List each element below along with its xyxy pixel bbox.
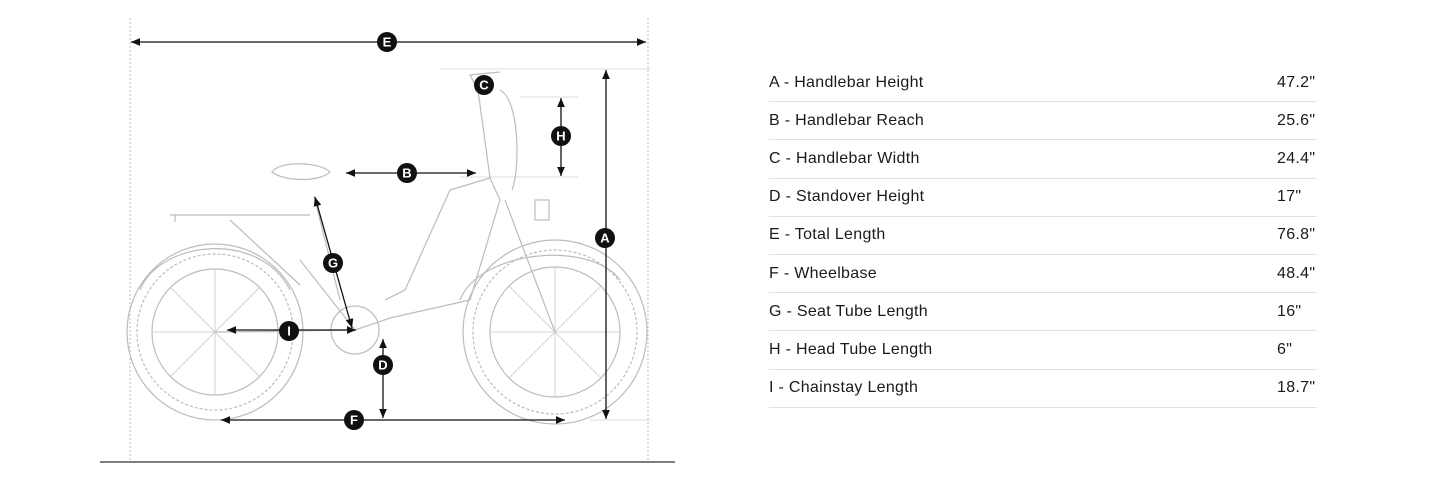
svg-text:E: E xyxy=(383,35,392,50)
spec-value: 18.7" xyxy=(1277,379,1316,397)
svg-text:B: B xyxy=(402,166,411,181)
marker-g: G xyxy=(323,253,343,273)
spec-row: A - Handlebar Height 47.2" xyxy=(769,64,1317,103)
spec-row: H - Head Tube Length 6" xyxy=(769,331,1317,370)
svg-text:H: H xyxy=(556,129,565,144)
svg-text:A: A xyxy=(600,231,610,246)
spec-label: G - Seat Tube Length xyxy=(769,302,928,320)
spec-value: 6" xyxy=(1277,340,1293,358)
spec-label: H - Head Tube Length xyxy=(769,340,933,358)
spec-label: E - Total Length xyxy=(769,226,886,244)
guide-lines xyxy=(129,18,650,462)
spec-label: C - Handlebar Width xyxy=(769,149,920,167)
spec-value: 24.4" xyxy=(1277,149,1316,167)
spec-row: D - Standover Height 17" xyxy=(769,179,1317,217)
spec-row: B - Handlebar Reach 25.6" xyxy=(769,102,1317,141)
spec-label: D - Standover Height xyxy=(769,188,925,206)
spec-row: C - Handlebar Width 24.4" xyxy=(769,140,1317,179)
marker-f: F xyxy=(344,410,364,430)
svg-text:I: I xyxy=(287,324,291,339)
spec-row: E - Total Length 76.8" xyxy=(769,217,1317,255)
spec-value: 16" xyxy=(1277,302,1302,320)
spec-label: B - Handlebar Reach xyxy=(769,111,925,129)
marker-i: I xyxy=(279,321,299,341)
spec-label: F - Wheelbase xyxy=(769,264,877,282)
spec-value: 47.2" xyxy=(1277,73,1316,91)
bike-geometry-diagram: E A C H B G I D F xyxy=(100,18,675,463)
spec-label: A - Handlebar Height xyxy=(769,73,924,91)
marker-h: H xyxy=(551,126,571,146)
spec-value: 76.8" xyxy=(1277,226,1316,244)
spec-row: G - Seat Tube Length 16" xyxy=(769,293,1317,332)
geometry-spec-table: A - Handlebar Height 47.2" B - Handlebar … xyxy=(769,64,1317,408)
bike-illustration xyxy=(126,71,648,425)
svg-text:D: D xyxy=(378,358,387,373)
marker-c: C xyxy=(474,75,494,95)
marker-b: B xyxy=(397,163,417,183)
spec-label: I - Chainstay Length xyxy=(769,379,919,397)
spec-row: F - Wheelbase 48.4" xyxy=(769,255,1317,294)
spec-value: 25.6" xyxy=(1277,111,1316,129)
svg-text:C: C xyxy=(479,78,489,93)
spec-value: 17" xyxy=(1277,188,1302,206)
marker-e: E xyxy=(377,32,397,52)
marker-a: A xyxy=(595,228,615,248)
svg-text:F: F xyxy=(350,413,358,428)
svg-text:G: G xyxy=(328,256,338,271)
marker-d: D xyxy=(373,355,393,375)
spec-value: 48.4" xyxy=(1277,264,1316,282)
spec-row: I - Chainstay Length 18.7" xyxy=(769,370,1317,408)
